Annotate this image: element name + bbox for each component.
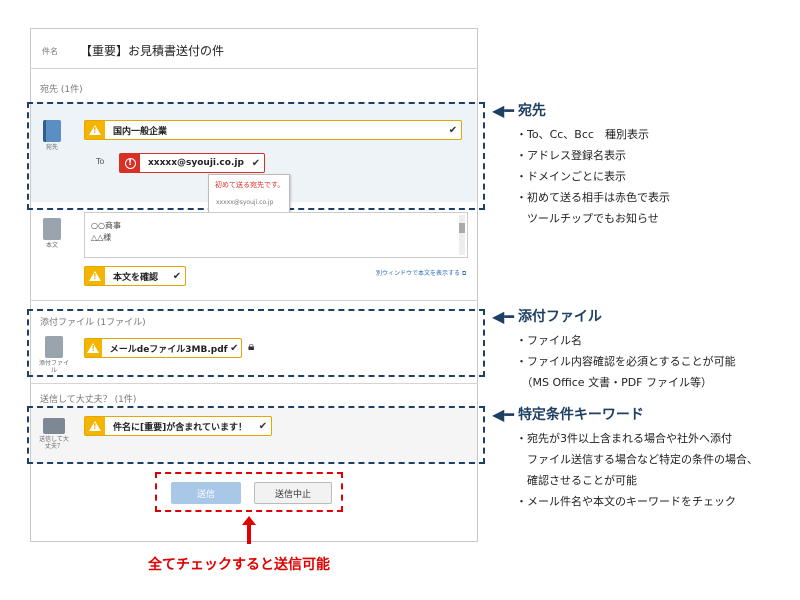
- footer-note: 全てチェックすると送信可能: [148, 557, 330, 573]
- divider: [30, 68, 478, 69]
- body-scrollbar[interactable]: [459, 215, 465, 255]
- annotation-item: ・ファイル内容確認を必須とすることが可能: [516, 355, 736, 368]
- external-window-icon: ⧉: [461, 270, 467, 277]
- annotation-attachment-title-row: ◀━ 添付ファイル: [492, 306, 602, 326]
- warning-icon: [85, 339, 102, 357]
- warning-icon: [85, 121, 105, 139]
- attachment-highlight-frame: [27, 309, 485, 377]
- subject-value: 【重要】お見積書送付の件: [80, 44, 225, 58]
- attachment-heading: 添付ファイル (1ファイル): [40, 318, 146, 328]
- cancel-send-button[interactable]: 送信中止: [254, 482, 332, 504]
- address-book-icon: 宛先: [40, 120, 64, 151]
- attachment-file-chip[interactable]: メールdeファイル3MB.pdf ✔: [84, 338, 242, 358]
- check-icon: ✔: [251, 157, 261, 169]
- body-line: △△様: [91, 233, 112, 242]
- first-recipient-tooltip: 初めて送る宛先です。 xxxxx@syouji.co.jp: [208, 174, 290, 214]
- confirm-body-label: 本文を確認: [113, 272, 159, 283]
- left-arrow-icon: ◀━: [492, 306, 514, 326]
- left-arrow-icon: ◀━: [492, 100, 514, 120]
- body-caption: 本文: [45, 242, 58, 249]
- warning-icon: [85, 417, 105, 435]
- keyword-highlight-frame: [27, 406, 485, 464]
- red-arrow-shaft: [247, 524, 251, 544]
- keyword-heading: 送信して大丈夫？ (1件): [40, 395, 137, 405]
- send-button[interactable]: 送信: [171, 482, 241, 504]
- tooltip-title: 初めて送る宛先です。: [215, 181, 285, 189]
- send-buttons-highlight: [155, 472, 343, 512]
- divider: [30, 300, 478, 301]
- keyword-warning-chip[interactable]: 件名に[重要]が含まれています！ ✔: [84, 416, 272, 436]
- attachment-caption: 添付ファイル: [38, 360, 69, 374]
- lock-icon: 🔒︎: [248, 339, 255, 353]
- annotation-item: ・To、Cc、Bcc 種別表示: [516, 128, 649, 141]
- left-arrow-icon: ◀━: [492, 404, 514, 424]
- body-preview[interactable]: ○○商事 △△様: [84, 212, 468, 258]
- to-address: xxxxx@syouji.co.jp: [148, 158, 244, 168]
- annotation-item: ・アドレス登録名表示: [516, 149, 626, 162]
- address-name-chip[interactable]: 国内一般企業 ✔: [84, 120, 462, 140]
- recipients-heading: 宛先 (1件): [40, 85, 83, 95]
- annotation-keyword-list: ・宛先が3件以上含まれる場合や社外へ添付 ファイル送信する場合など特定の条件の場…: [516, 428, 758, 512]
- annotation-item: ・初めて送る相手は赤色で表示: [516, 191, 670, 204]
- annotation-item: （MS Office 文書・PDF ファイル等）: [516, 376, 713, 389]
- to-address-chip[interactable]: ! xxxxx@syouji.co.jp ✔: [119, 153, 265, 173]
- envelope-icon: 送信して大丈夫？: [38, 418, 70, 450]
- paperclip-icon: 添付ファイル: [37, 336, 71, 374]
- alert-icon: !: [120, 154, 140, 172]
- body-icon: 本文: [40, 218, 64, 249]
- annotation-item: ・メール件名や本文のキーワードをチェック: [516, 495, 736, 508]
- keyword-caption: 送信して大丈夫？: [39, 436, 69, 450]
- annotation-keyword-title: 特定条件キーワード: [517, 407, 644, 423]
- annotation-item: ・ファイル名: [516, 334, 582, 347]
- annotation-keyword-title-row: ◀━ 特定条件キーワード: [492, 404, 644, 424]
- open-window-link-text: 別ウィンドウで本文を表示する: [376, 270, 461, 277]
- check-icon: ✔: [230, 342, 239, 354]
- divider: [30, 383, 478, 384]
- address-name: 国内一般企業: [113, 126, 168, 137]
- check-icon: ✔: [258, 420, 268, 432]
- warning-icon: [85, 267, 105, 285]
- annotation-attachment-title: 添付ファイル: [517, 309, 602, 325]
- annotation-attachment-list: ・ファイル名 ・ファイル内容確認を必須とすることが可能 （MS Office 文…: [516, 330, 736, 393]
- annotation-item: ・ドメインごとに表示: [516, 170, 626, 183]
- address-book-caption: 宛先: [45, 144, 58, 151]
- tooltip-address: xxxxx@syouji.co.jp: [216, 199, 274, 206]
- annotation-item: ファイル送信する場合など特定の条件の場合、: [516, 453, 758, 466]
- body-line: ○○商事: [91, 221, 121, 230]
- annotation-item: 確認させることが可能: [516, 474, 637, 487]
- to-label: To: [96, 157, 105, 166]
- annotation-item: ツールチップでもお知らせ: [516, 212, 659, 225]
- confirm-body-chip[interactable]: 本文を確認 ✔: [84, 266, 186, 286]
- check-icon: ✔: [448, 124, 458, 136]
- annotation-item: ・宛先が3件以上含まれる場合や社外へ添付: [516, 432, 732, 445]
- annotation-recipients-list: ・To、Cc、Bcc 種別表示 ・アドレス登録名表示 ・ドメインごとに表示 ・初…: [516, 124, 670, 229]
- red-arrow-icon: [242, 516, 256, 525]
- annotation-recipients-title: 宛先: [517, 103, 546, 119]
- open-window-link[interactable]: 別ウィンドウで本文を表示する ⧉: [376, 268, 466, 278]
- attachment-file-name: メールdeファイル3MB.pdf: [109, 344, 228, 355]
- keyword-warning: 件名に[重要]が含まれています！: [113, 422, 247, 433]
- subject-label: 件名: [42, 47, 58, 56]
- annotation-recipients-title-row: ◀━ 宛先: [492, 100, 546, 120]
- check-icon: ✔: [172, 270, 182, 282]
